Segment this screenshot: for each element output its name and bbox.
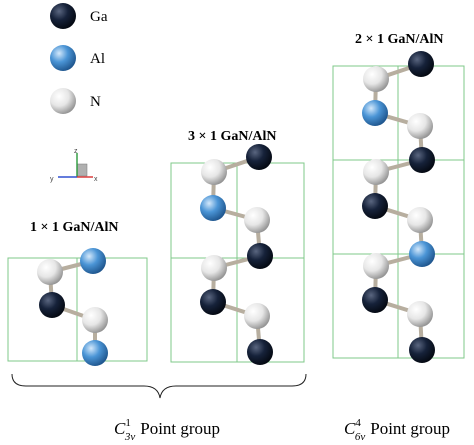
- ga-atom: [200, 289, 226, 315]
- y-axis-label: y: [50, 176, 54, 183]
- structure-3x1-title: 3 × 1 GaN/AlN: [188, 129, 276, 144]
- legend-item-al: Al: [50, 45, 105, 71]
- n-atom: [201, 159, 227, 185]
- ga-atom: [409, 147, 435, 173]
- structure-1x1: 1 × 1 GaN/AlN: [7, 220, 148, 366]
- point-group-suffix: Point group: [140, 419, 220, 438]
- point-group-label-c3v: C1 3v Point group: [114, 417, 220, 443]
- n-atom: [407, 301, 433, 327]
- n-atom: [244, 207, 270, 233]
- al-atom: [200, 195, 226, 221]
- n-atom-icon: [50, 88, 76, 114]
- point-group-superscript: 4: [355, 417, 361, 429]
- structure-2x1: 2 × 1 GaN/AlN: [332, 32, 465, 363]
- legend-label-ga: Ga: [90, 9, 108, 25]
- al-atom: [362, 100, 388, 126]
- al-atom: [80, 248, 106, 274]
- n-atom: [363, 159, 389, 185]
- point-group-superscript: 1: [125, 417, 131, 429]
- structure-1x1-cell: [7, 257, 148, 362]
- ga-atom-icon: [50, 3, 76, 29]
- al-atom: [82, 340, 108, 366]
- n-atom: [82, 307, 108, 333]
- n-atom: [407, 113, 433, 139]
- point-group-label-c6v: C4 6v Point group: [344, 417, 450, 443]
- point-group-symbol: C: [344, 419, 356, 438]
- ga-atom: [247, 243, 273, 269]
- ga-atom: [39, 292, 65, 318]
- point-group-symbol: C: [114, 419, 126, 438]
- ga-atom: [409, 337, 435, 363]
- legend-item-ga: Ga: [50, 3, 108, 29]
- z-axis-label: z: [74, 148, 78, 155]
- axis-triad: z x y: [50, 148, 98, 183]
- legend: Ga Al N: [50, 3, 108, 114]
- structure-1x1-title: 1 × 1 GaN/AlN: [30, 220, 118, 235]
- axis-cube: [76, 163, 88, 177]
- ga-atom: [362, 193, 388, 219]
- legend-label-n: N: [90, 94, 101, 110]
- structure-3x1: 3 × 1 GaN/AlN: [170, 129, 305, 365]
- n-atom: [37, 259, 63, 285]
- ga-atom: [408, 51, 434, 77]
- ga-atom: [362, 287, 388, 313]
- point-group-subscript: 6v: [355, 431, 366, 443]
- point-group-subscript: 3v: [124, 431, 136, 443]
- al-atom-icon: [50, 45, 76, 71]
- structure-2x1-cells: [332, 65, 465, 359]
- structure-2x1-title: 2 × 1 GaN/AlN: [355, 32, 443, 47]
- structure-2x1-atoms: [362, 51, 435, 363]
- x-axis-label: x: [94, 176, 98, 183]
- ga-atom: [246, 144, 272, 170]
- point-group-suffix: Point group: [370, 419, 450, 438]
- grouping-brace: [11, 373, 307, 399]
- structure-3x1-atoms: [200, 144, 273, 365]
- legend-label-al: Al: [90, 51, 105, 67]
- n-atom: [244, 303, 270, 329]
- al-atom: [409, 241, 435, 267]
- ga-atom: [247, 339, 273, 365]
- n-atom: [363, 66, 389, 92]
- legend-item-n: N: [50, 88, 101, 114]
- structure-1x1-atoms: [37, 248, 108, 366]
- n-atom: [201, 255, 227, 281]
- n-atom: [363, 253, 389, 279]
- n-atom: [407, 207, 433, 233]
